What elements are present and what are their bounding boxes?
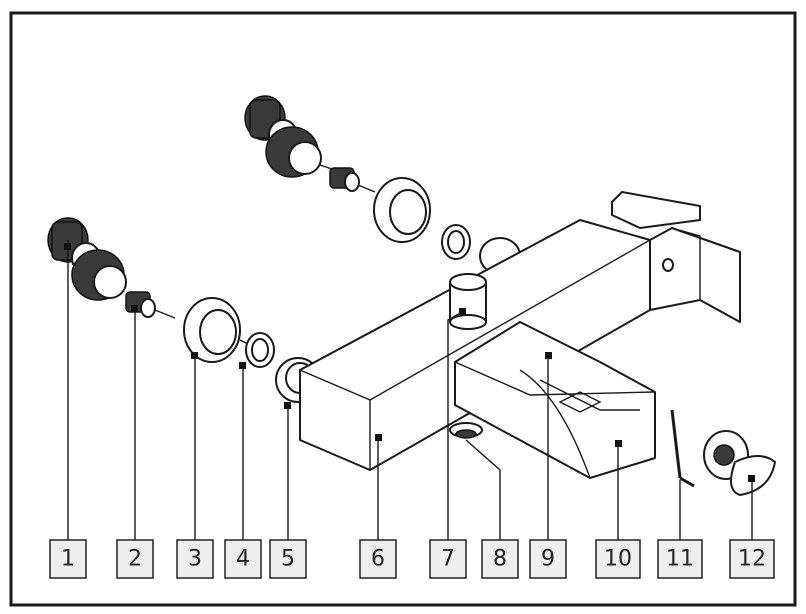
diverter-cartridge xyxy=(703,430,776,496)
allen-key xyxy=(670,409,695,488)
part-label-2: 2 xyxy=(116,539,154,579)
part-label-6: 6 xyxy=(359,539,397,579)
svg-text:7: 7 xyxy=(441,547,455,572)
part-label-3: 3 xyxy=(176,539,214,579)
part-label-1: 1 xyxy=(49,539,87,579)
part-label-9: 9 xyxy=(529,539,567,579)
part-label-4: 4 xyxy=(224,539,262,579)
leader-lines xyxy=(67,240,753,540)
svg-text:10: 10 xyxy=(604,547,632,572)
waterfall-spout xyxy=(454,321,656,479)
svg-text:6: 6 xyxy=(371,547,385,572)
part-labels: 1 2 3 4 5 6 7 8 xyxy=(49,539,775,579)
front-eccentric-set xyxy=(47,217,321,403)
svg-text:4: 4 xyxy=(236,547,250,572)
part-label-7: 7 xyxy=(429,539,467,579)
part-label-8: 8 xyxy=(481,539,519,579)
part-label-5: 5 xyxy=(269,539,307,579)
rear-eccentric-set xyxy=(244,95,521,275)
part-label-11: 11 xyxy=(657,539,703,579)
svg-text:2: 2 xyxy=(128,547,142,572)
diverter-knob xyxy=(449,273,487,330)
svg-text:5: 5 xyxy=(281,547,295,572)
svg-text:8: 8 xyxy=(493,547,507,572)
mixer-body xyxy=(299,191,741,471)
part-label-10: 10 xyxy=(595,539,641,579)
diagram-frame xyxy=(9,11,797,607)
leader-dots xyxy=(64,243,755,482)
svg-text:3: 3 xyxy=(188,547,202,572)
svg-text:1: 1 xyxy=(61,547,75,572)
spout-thread xyxy=(449,422,483,439)
svg-text:12: 12 xyxy=(738,547,766,572)
svg-text:11: 11 xyxy=(666,547,694,572)
svg-text:9: 9 xyxy=(541,547,555,572)
part-label-12: 12 xyxy=(729,539,775,579)
